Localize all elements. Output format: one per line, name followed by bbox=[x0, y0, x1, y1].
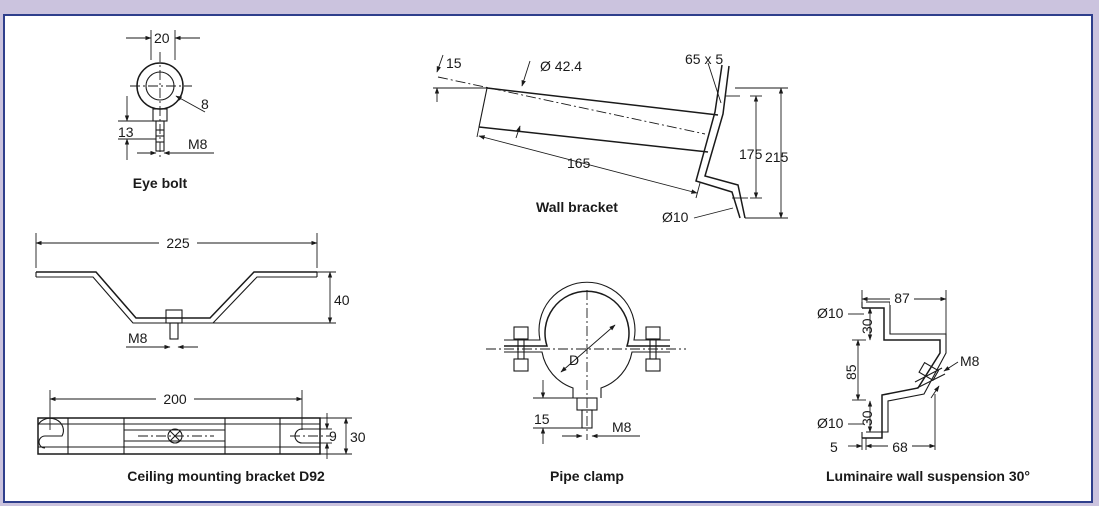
dim-luminaire-offset: 5 bbox=[830, 439, 838, 455]
dim-luminaire-height: 85 bbox=[843, 364, 859, 380]
dim-wall-hole: Ø10 bbox=[662, 209, 689, 225]
dim-eye-thread: M8 bbox=[188, 136, 208, 152]
ceiling-bracket-plan-drawing: 200 9 30 Ceiling mounting bracket D92 bbox=[37, 390, 366, 484]
dim-ceiling-bottom-width: 200 bbox=[163, 391, 187, 407]
dim-eye-ring: 8 bbox=[201, 96, 209, 112]
dim-luminaire-bottom: 30 bbox=[859, 410, 875, 426]
caption-wall-bracket: Wall bracket bbox=[536, 199, 618, 215]
caption-pipe-clamp: Pipe clamp bbox=[550, 468, 624, 484]
dim-luminaire-base: 68 bbox=[892, 439, 908, 455]
pipe-clamp-drawing: D 15 M8 Pipe clamp bbox=[486, 281, 686, 484]
luminaire-suspension-bar bbox=[862, 307, 941, 439]
dim-ceiling-top-width: 225 bbox=[166, 235, 190, 251]
dim-eye-width: 20 bbox=[154, 30, 170, 46]
dim-luminaire-top: 30 bbox=[859, 318, 875, 334]
pipe-clamp-bolt-right-head bbox=[645, 326, 661, 340]
dim-wall-angle: 15 bbox=[446, 55, 462, 71]
dim-wall-length: 165 bbox=[567, 155, 591, 171]
caption-eye-bolt: Eye bolt bbox=[133, 175, 188, 191]
dim-ceiling-height: 40 bbox=[334, 292, 350, 308]
wall-bracket-drawing: 15 Ø 42.4 65 x 5 165 175 215 Ø10 Wall br… bbox=[433, 51, 789, 225]
ceiling-bracket-thread bbox=[169, 322, 179, 340]
dim-pipe-diameter: D bbox=[569, 352, 579, 368]
ceiling-bracket-nut bbox=[165, 309, 183, 324]
pipe-clamp-band-lower-right bbox=[600, 351, 670, 398]
dim-luminaire-hole-bottom: Ø10 bbox=[817, 415, 844, 431]
dim-ceiling-slot: 9 bbox=[329, 428, 337, 444]
pipe-clamp-bolt-left-head bbox=[513, 326, 529, 340]
dim-pipe-thread: M8 bbox=[612, 419, 632, 435]
dim-wall-h2: 215 bbox=[765, 149, 789, 165]
ceiling-bracket-slot-left bbox=[37, 417, 64, 449]
dim-ceiling-depth: 30 bbox=[350, 429, 366, 445]
dim-wall-pipe: Ø 42.4 bbox=[540, 58, 582, 74]
pipe-clamp-thread bbox=[581, 409, 593, 429]
eye-bolt-drawing: 20 8 13 M8 Eye bolt bbox=[118, 30, 214, 191]
caption-luminaire: Luminaire wall suspension 30° bbox=[826, 468, 1030, 484]
dim-eye-thread-length: 13 bbox=[118, 124, 134, 140]
dim-ceiling-thread: M8 bbox=[128, 330, 148, 346]
dim-pipe-offset: 15 bbox=[534, 411, 550, 427]
ceiling-bracket-side-drawing: 225 40 M8 bbox=[35, 233, 350, 350]
wall-bracket-flat bbox=[695, 64, 741, 219]
luminaire-suspension-drawing: 87 Ø10 30 85 M8 Ø10 30 5 68 Luminaire wa… bbox=[817, 289, 1030, 484]
dim-wall-h1: 175 bbox=[739, 146, 763, 162]
pipe-clamp-bolt-right-nut bbox=[645, 358, 661, 372]
pipe-clamp-band-lower-left bbox=[504, 351, 574, 398]
pipe-clamp-bolt-left-nut bbox=[513, 358, 529, 372]
dim-luminaire-thread: M8 bbox=[960, 353, 980, 369]
dim-luminaire-width: 87 bbox=[894, 290, 910, 306]
dim-wall-flat: 65 x 5 bbox=[685, 51, 723, 67]
dim-luminaire-hole-top: Ø10 bbox=[817, 305, 844, 321]
ceiling-bracket-plate bbox=[37, 417, 321, 455]
caption-ceiling-bracket: Ceiling mounting bracket D92 bbox=[127, 468, 325, 484]
